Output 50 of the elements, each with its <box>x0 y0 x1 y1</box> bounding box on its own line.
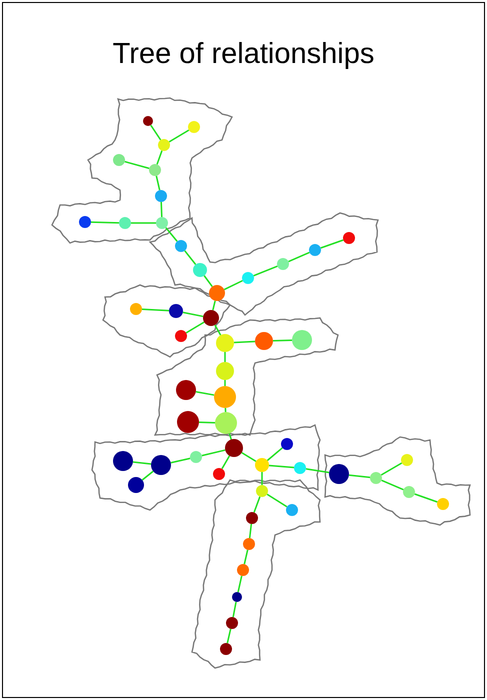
connector-line <box>212 300 216 310</box>
diagram-title: Tree of relationships <box>112 37 376 72</box>
connector-line <box>248 524 252 538</box>
connector-line <box>221 455 230 470</box>
connector-line <box>165 227 178 242</box>
connector-line <box>131 222 156 224</box>
connector-line <box>186 321 205 334</box>
connector-line <box>237 576 242 592</box>
connector-line <box>226 628 232 644</box>
connector-line <box>244 550 248 564</box>
connector-line <box>156 150 163 165</box>
connector-line <box>160 202 163 218</box>
connector-line <box>272 340 292 342</box>
connector-line <box>184 250 196 265</box>
connector-line <box>156 176 160 190</box>
connector-line <box>196 391 214 396</box>
connector-line <box>261 472 263 485</box>
connector-line <box>348 474 370 478</box>
connector-line <box>124 160 150 170</box>
connector-line <box>228 433 232 440</box>
connector-line <box>224 280 243 290</box>
connector-line <box>132 461 152 465</box>
connector-line <box>253 496 261 513</box>
connector-line <box>182 312 204 318</box>
connector-line <box>198 422 216 424</box>
connector-line <box>202 449 226 456</box>
connector-line <box>170 458 190 464</box>
connector-line <box>224 408 226 412</box>
connector-line <box>288 252 310 262</box>
connector-line <box>204 275 213 288</box>
connector-line <box>306 468 330 474</box>
connector-line <box>224 380 226 386</box>
connector-line <box>320 239 344 249</box>
connector-line <box>414 493 438 503</box>
connector-line <box>224 352 226 362</box>
connector-line <box>381 480 404 490</box>
connector-line <box>142 470 154 481</box>
connector-line <box>150 124 162 140</box>
connector-line <box>268 464 294 468</box>
connector-line <box>380 462 402 476</box>
connector-line <box>90 221 120 224</box>
connector-line <box>241 452 256 462</box>
connector-line <box>266 494 288 508</box>
connector-line <box>214 324 222 336</box>
connector-line <box>232 602 237 618</box>
connector-line <box>266 447 283 462</box>
connector-line <box>234 340 256 344</box>
connector-line <box>253 266 278 276</box>
connector-line <box>168 129 190 143</box>
connector-line <box>142 308 170 312</box>
